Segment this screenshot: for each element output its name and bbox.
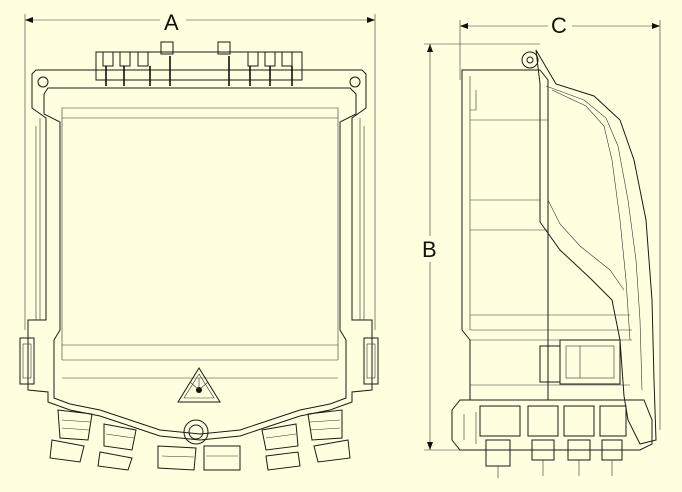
top-connectors [95,41,303,86]
side-latch [539,339,621,385]
mounting-hole-right [349,76,361,88]
dimension-b: B [420,43,540,451]
center-port [183,419,209,445]
dimension-c: C [459,12,661,430]
front-view: A [19,8,379,471]
left-latch [19,337,35,385]
laser-warning-triangle-icon [177,367,221,403]
bottom-glands [49,409,351,471]
dimension-a: A [24,8,376,330]
dimension-label-a: A [164,10,179,35]
side-glands [479,405,627,467]
right-latch [363,337,379,385]
hinge [521,51,539,69]
dimension-label-c: C [551,13,567,38]
mounting-hole-left [37,76,49,88]
side-view: C B [420,12,661,478]
dimension-label-b: B [422,237,437,262]
